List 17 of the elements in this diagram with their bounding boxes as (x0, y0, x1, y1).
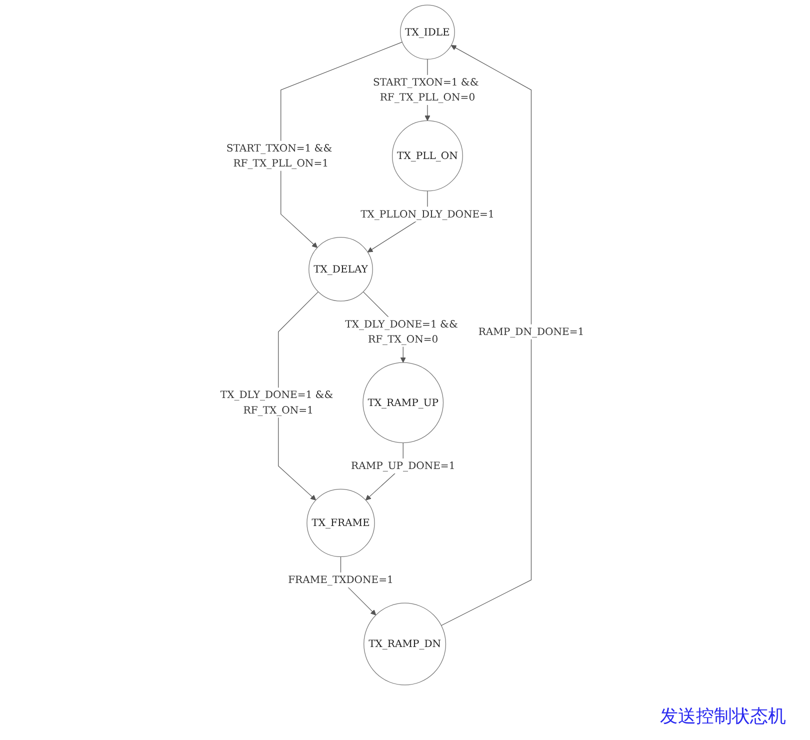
node-circle: TX_RAMP_DN (364, 602, 446, 686)
edge-label: FRAME_TXDONE=1 (288, 574, 394, 586)
edge-label: START_TXON=1 && RF_TX_PLL_ON=1 (226, 142, 332, 169)
caption: 发送控制状态机 (660, 705, 786, 728)
edge-label: RAMP_DN_DONE=1 (478, 326, 584, 338)
edge-label: TX_DLY_DONE=1 && RF_TX_ON=0 (345, 318, 458, 345)
node-circle: TX_IDLE (400, 4, 455, 60)
edge-label: TX_PLLON_DLY_DONE=1 (360, 208, 494, 220)
edge-label: START_TXON=1 && RF_TX_PLL_ON=0 (373, 76, 479, 104)
edge-label: TX_DLY_DONE=1 && RF_TX_ON=1 (220, 388, 334, 416)
arrow (441, 45, 532, 626)
node-circle: TX_DELAY (308, 237, 373, 302)
node-circle: TX_RAMP_UP (362, 362, 444, 444)
node-circle: TX_PLL_ON (392, 120, 464, 192)
arrow (280, 42, 403, 248)
edge-label: RAMP_UP_DONE=1 (351, 460, 456, 472)
node-circle: TX_FRAME (306, 488, 375, 558)
